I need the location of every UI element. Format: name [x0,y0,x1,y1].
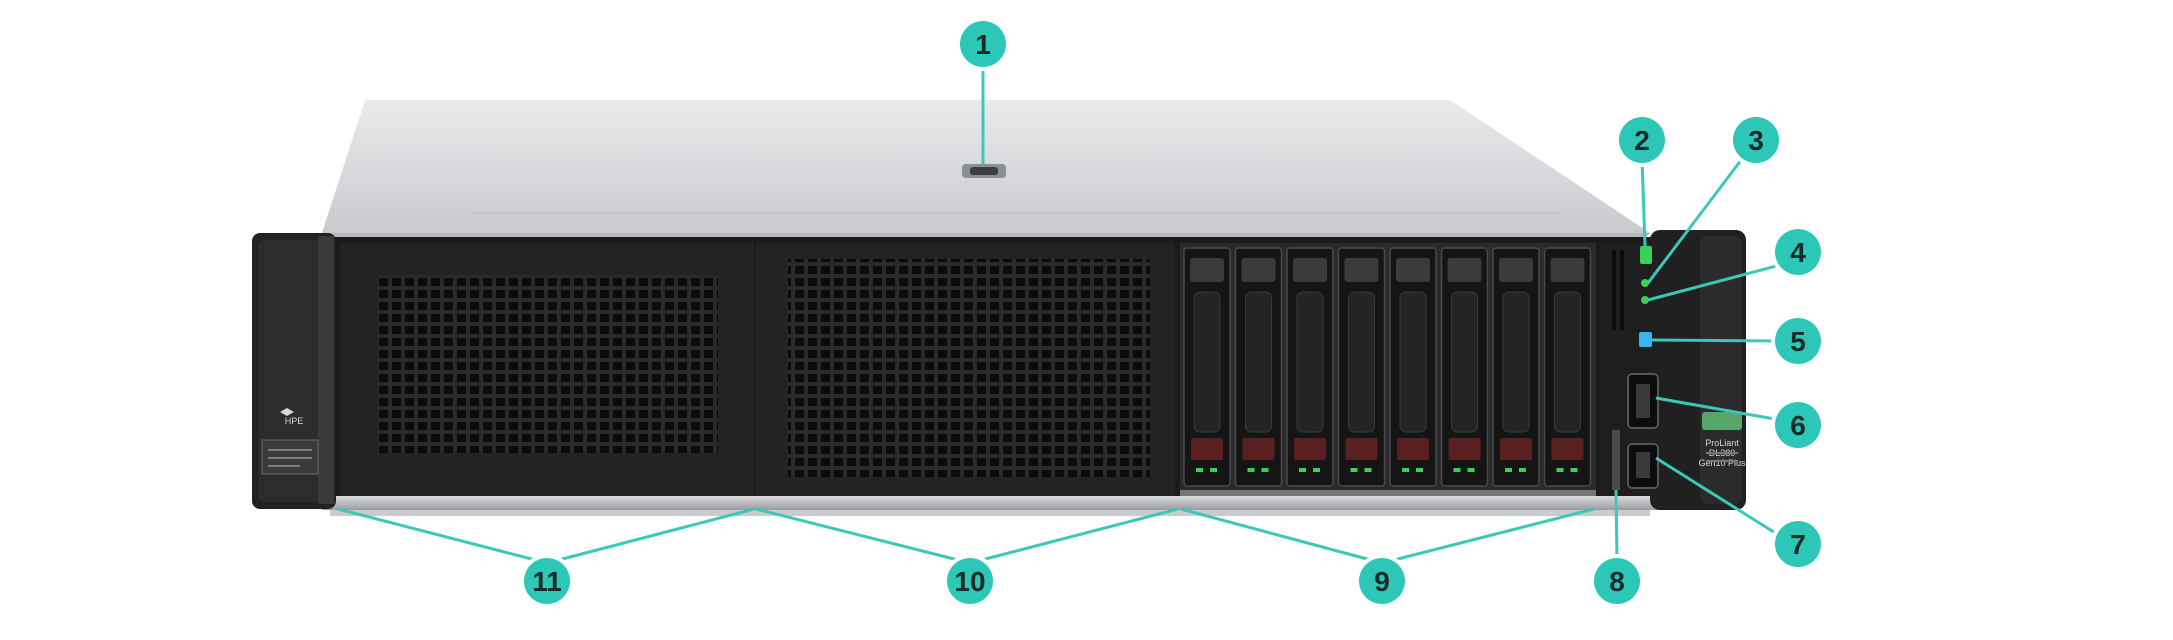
callout-circle [960,21,1006,67]
callout-2: 2 [1615,113,1669,167]
callout-8: 8 [1590,554,1644,608]
display-port-icon[interactable] [1627,443,1659,489]
drive-bay[interactable] [1234,247,1283,487]
callout-circle [1733,117,1779,163]
callout-10: 10 [943,554,997,608]
callout-number: 6 [1790,410,1806,441]
callout-number: 2 [1634,125,1650,156]
control-panel [1600,243,1659,496]
drive-bay[interactable] [1543,247,1592,487]
callout-circle [1775,318,1821,364]
leader-line [969,507,1179,565]
leader-line [1640,157,1647,247]
leader-line [1614,489,1619,564]
drive-bay[interactable] [1440,247,1489,487]
callout-number: 1 [975,29,991,60]
chassis-top [322,100,1650,243]
leader-line [1180,507,1383,565]
callout-9: 9 [1355,554,1409,608]
callout-number: 11 [532,566,562,597]
serial-label-tag [261,439,319,475]
callout-circle [947,558,993,604]
callout-circle [1594,558,1640,604]
callout-number: 7 [1790,529,1806,560]
callout-circle [1619,117,1665,163]
leader-line [337,507,548,565]
drive-bay[interactable] [1389,247,1437,487]
callout-circle [524,558,570,604]
leader-line [1655,396,1781,422]
callouts: 1 2 3 4 5 6 7 8 9 10 11 [520,17,1825,608]
leader-line [1647,263,1781,302]
power-button-icon[interactable] [1640,246,1652,264]
callout-number: 5 [1790,326,1806,357]
callout-3: 3 [1729,113,1783,167]
leader-lines [337,62,1781,565]
drive-bay[interactable] [1492,247,1540,487]
leader-line [1381,507,1595,565]
hpe-logo-icon [280,408,294,416]
drive-bay[interactable] [1183,247,1231,487]
callout-number: 10 [954,566,985,597]
left-ear-label: HPE [285,416,304,426]
callout-11: 11 [520,554,574,608]
drive-cage [1180,243,1596,496]
leader-line [546,507,755,565]
usb-port-icon[interactable] [1627,373,1659,429]
uid-button-icon[interactable] [1639,332,1652,347]
callout-5: 5 [1771,314,1825,368]
callout-6: 6 [1771,398,1825,452]
callout-number: 3 [1748,125,1764,156]
leader-line [755,507,971,565]
drive-bay[interactable] [1337,247,1386,487]
nic-status-led-icon [1641,296,1649,304]
side-vent-holes [1612,250,1624,330]
callout-number: 8 [1609,566,1625,597]
callout-number: 4 [1790,237,1806,268]
middle-vent-bay [756,243,1174,496]
leader-line [1646,154,1747,284]
leader-line [1651,338,1781,343]
callout-number: 9 [1374,566,1390,597]
drive-bay[interactable] [1286,247,1334,487]
left-rack-ear: HPE [252,233,336,509]
callout-circle [1775,521,1821,567]
callout-4: 4 [1771,225,1825,279]
callout-circle [1775,229,1821,275]
callout-1: 1 [956,17,1010,71]
hpe-green-logo-bar [1702,412,1742,430]
callout-7: 7 [1771,517,1825,571]
top-cover-latch [962,164,1006,178]
health-led-icon [1641,279,1649,287]
left-vent-bay [340,243,754,496]
leader-line [1655,456,1781,538]
serial-label-pull-tab[interactable] [1612,430,1620,490]
callout-circle [1359,558,1405,604]
callout-circle [1775,402,1821,448]
